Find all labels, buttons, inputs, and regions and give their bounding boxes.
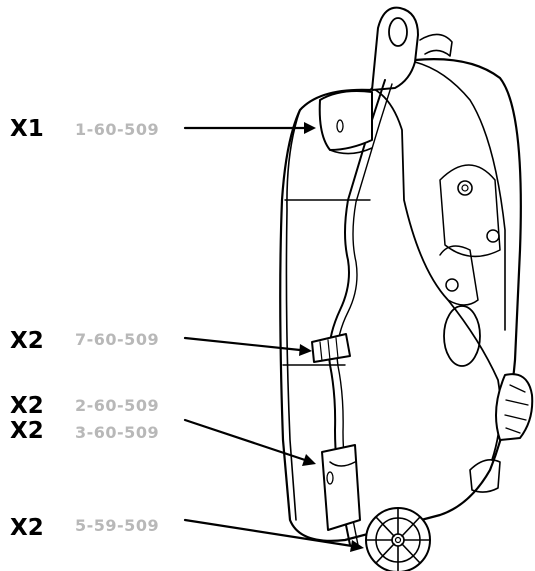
middle-clip-ribs [319, 337, 339, 362]
upper-clamp [318, 90, 373, 151]
leader-5-59-509-arrowhead [350, 540, 364, 552]
housing-recess [439, 164, 501, 258]
leader-5-59-509 [183, 518, 354, 548]
bottom-wheel-spokes [365, 507, 431, 571]
callout-part-2: 7-60-509 [75, 330, 160, 349]
callout-part-5: 5-59-509 [75, 516, 160, 535]
housing-bolt-upper [457, 180, 473, 196]
callout-part-1: 1-60-509 [75, 120, 160, 139]
side-foot-ribs [504, 384, 529, 434]
callout-qty-4: X2 [10, 418, 44, 444]
leader-2-3-60-509 [183, 418, 307, 462]
housing-bolt-low [445, 278, 459, 292]
callout-part-4: 3-60-509 [75, 423, 160, 442]
housing-bracket [439, 245, 479, 306]
upper-clamp-slot [336, 119, 344, 133]
lower-bracket [321, 444, 361, 531]
side-foot-left [469, 459, 501, 493]
spray-wand-inner [336, 83, 393, 546]
leader-7-60-509 [183, 336, 302, 352]
handle-hole [388, 17, 408, 47]
lower-bracket-slot [326, 471, 334, 485]
leader-2-3-60-509-arrowhead [302, 454, 316, 466]
callout-part-3: 2-60-509 [75, 396, 160, 415]
tank-side-panel [414, 61, 506, 331]
bottom-wheel-axle [394, 536, 402, 544]
upper-clamp-band [329, 147, 373, 155]
housing-bolt-mid [486, 229, 500, 243]
housing-bolt-upper-inner [461, 184, 469, 192]
callout-qty-3: X2 [10, 393, 44, 419]
lower-bracket-fold [329, 461, 356, 467]
side-foot [495, 373, 534, 441]
handle-clip [419, 33, 453, 57]
callout-qty-2: X2 [10, 328, 44, 354]
leader-1-60-509-arrowhead [304, 122, 316, 134]
spray-wand [328, 79, 386, 546]
tank-front-face [285, 109, 301, 521]
pump-port [443, 305, 481, 367]
callout-qty-5: X2 [10, 515, 44, 541]
tank-body [279, 58, 522, 542]
leader-7-60-509-arrowhead [299, 344, 312, 356]
callout-qty-1: X1 [10, 116, 44, 142]
